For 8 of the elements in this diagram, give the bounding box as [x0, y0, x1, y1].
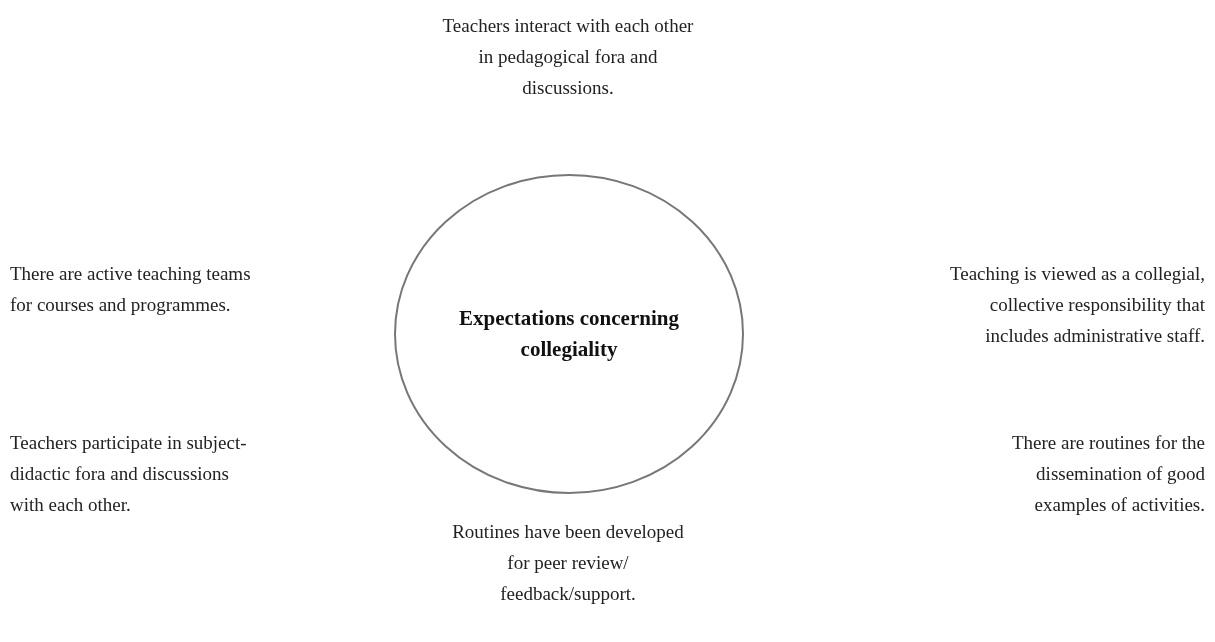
statement-text: There are routines for the dissemination of good examples of activities.: [1010, 431, 1205, 517]
statement-text: Teaching is viewed as a collegial, collective responsibility that includes administrative staff.: [948, 262, 1205, 348]
center-heading: Expectations concerning collegiality: [458, 305, 680, 363]
statement-text: Routines have been developed for peer review/ feedback/support.: [451, 520, 685, 606]
statement-text: Teachers participate in subject-didactic fora and discussions with each other.: [10, 431, 248, 517]
statement-text: There are active teaching teams for courses and programmes.: [10, 262, 252, 317]
expectations-circle: [394, 174, 744, 494]
statement-text: Teachers interact with each other in pedagogical fora and discussions.: [441, 14, 695, 100]
